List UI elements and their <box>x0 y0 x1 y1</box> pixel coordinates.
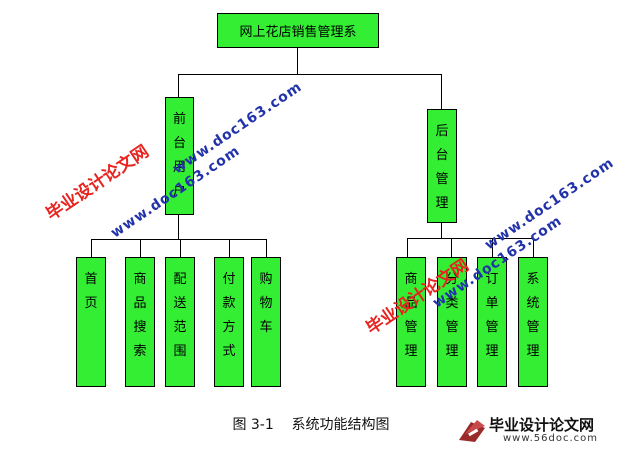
back-manage-node: 后台管理 <box>427 109 457 223</box>
connector-front-c4 <box>229 239 230 257</box>
node-char: 理 <box>404 344 418 359</box>
figure-caption: 图 3-1 系统功能结构图 <box>232 417 390 433</box>
node-char: 品 <box>404 296 418 311</box>
front-child-3: 配送范围 <box>165 257 195 387</box>
node-char: 后 <box>435 124 449 139</box>
node-char: 付 <box>222 272 236 287</box>
node-char: 单 <box>485 296 499 311</box>
node-char: 理 <box>526 344 540 359</box>
node-char: 购 <box>259 272 273 287</box>
connector-back-c2 <box>451 238 452 257</box>
logo-url: www.56doc.com <box>503 433 599 444</box>
node-char: 围 <box>173 344 187 359</box>
node-char: 理 <box>485 344 499 359</box>
connector-to-back <box>441 74 442 109</box>
node-char: 理 <box>435 196 449 211</box>
node-char: 统 <box>526 296 540 311</box>
connector-front-bar <box>91 239 266 240</box>
node-char: 理 <box>445 344 459 359</box>
front-child-5: 购物车 <box>251 257 281 387</box>
logo-graphic <box>459 420 485 442</box>
node-char: 送 <box>173 296 187 311</box>
node-char: 范 <box>173 320 187 335</box>
node-char: 用 <box>172 160 186 175</box>
connector-root-down <box>297 47 298 74</box>
front-user-node: 前台用户 <box>165 97 194 215</box>
node-char: 搜 <box>133 320 147 335</box>
node-char: 类 <box>445 296 459 311</box>
connector-top-bar <box>178 74 442 75</box>
node-char: 台 <box>435 148 449 163</box>
node-char: 物 <box>259 296 273 311</box>
node-char: 款 <box>222 296 236 311</box>
front-child-4: 付款方式 <box>214 257 244 387</box>
node-char: 商 <box>133 272 147 287</box>
node-char: 管 <box>404 320 418 335</box>
node-char: 索 <box>133 344 147 359</box>
root-node-label: 网上花店销售管理系 <box>239 25 357 40</box>
connector-back-bar <box>407 238 533 239</box>
site-logo: 毕业设计论文网 www.56doc.com <box>455 414 617 446</box>
connector-front-c2 <box>140 239 141 257</box>
node-char: 配 <box>173 272 187 287</box>
node-char: 台 <box>172 136 186 151</box>
connector-front-c3 <box>180 239 181 257</box>
front-child-2: 商品搜索 <box>125 257 155 387</box>
node-char: 订 <box>485 272 499 287</box>
connector-back-c1 <box>407 238 408 257</box>
back-child-3: 订单管理 <box>477 257 507 387</box>
node-char: 分 <box>445 272 459 287</box>
back-child-4: 系统管理 <box>518 257 548 387</box>
node-char: 式 <box>222 344 236 359</box>
node-char: 户 <box>172 184 186 199</box>
connector-back-c4 <box>533 238 534 257</box>
back-child-1: 商品管理 <box>396 257 426 387</box>
node-char: 前 <box>172 112 186 127</box>
connector-back-down <box>441 223 442 238</box>
root-node: 网上花店销售管理系 <box>217 13 379 48</box>
node-char: 品 <box>133 296 147 311</box>
logo-name: 毕业设计论文网 <box>489 416 595 434</box>
back-child-2: 分类管理 <box>437 257 467 387</box>
logo-mark-icon <box>459 420 485 442</box>
connector-front-c1 <box>91 239 92 257</box>
watermark-url-right-1: www.doc163.com <box>482 154 618 254</box>
node-char: 页 <box>84 296 98 311</box>
connector-back-c3 <box>492 238 493 257</box>
node-char: 商 <box>404 272 418 287</box>
connector-to-front <box>178 74 179 97</box>
connector-front-down <box>178 215 179 239</box>
node-char: 管 <box>435 172 449 187</box>
node-char: 管 <box>445 320 459 335</box>
front-child-1: 首页 <box>76 257 106 387</box>
node-char: 管 <box>485 320 499 335</box>
node-char: 管 <box>526 320 540 335</box>
node-char: 首 <box>84 272 98 287</box>
node-char: 方 <box>222 320 236 335</box>
connector-front-c5 <box>266 239 267 257</box>
node-char: 系 <box>526 272 540 287</box>
node-char: 车 <box>259 320 273 335</box>
